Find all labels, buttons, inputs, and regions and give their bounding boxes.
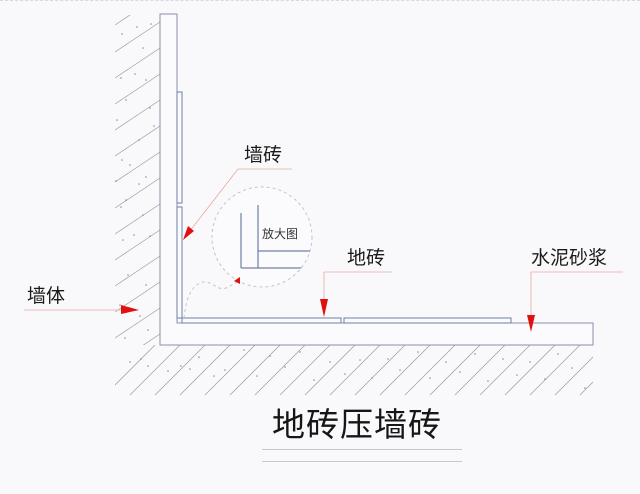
magnifier-dashed-leader — [183, 280, 239, 319]
leader-cement-mortar — [527, 271, 623, 332]
leader-floor-tile — [320, 271, 392, 317]
title-underline-1 — [262, 449, 462, 450]
label-wall-body: 墙体 — [27, 285, 66, 307]
label-floor-tile: 地砖 — [347, 247, 386, 269]
label-magnified-view: 放大图 — [262, 227, 299, 241]
mortar-layer — [159, 13, 594, 346]
leader-wall-tile — [183, 168, 292, 240]
floor-body-hatch — [115, 345, 593, 395]
arrow-floor-tile-icon — [320, 299, 328, 317]
magnifier-callout — [183, 186, 313, 319]
arrow-cement-mortar-icon — [527, 315, 535, 332]
wall-tile-upper — [176, 91, 183, 204]
label-wall-tile: 墙砖 — [244, 144, 283, 166]
floor-body-speckles — [129, 349, 586, 389]
floor-tile-left — [181, 317, 342, 324]
magnifier-arrow-icon — [234, 277, 240, 284]
leader-wall-body — [24, 305, 139, 314]
wall-body-hatch — [115, 15, 160, 345]
floor-tile-right — [343, 317, 512, 324]
diagram-title: 地砖压墙砖 — [272, 405, 442, 444]
arrow-wall-tile-icon — [183, 226, 194, 240]
title-underline-2 — [262, 461, 462, 462]
wall-tile-lower — [176, 206, 183, 319]
top-border-dashed — [0, 0, 640, 1]
wall-body-speckles — [115, 23, 155, 339]
arrow-wall-body-icon — [121, 305, 139, 314]
label-cement-mortar: 水泥砂浆 — [531, 247, 608, 269]
